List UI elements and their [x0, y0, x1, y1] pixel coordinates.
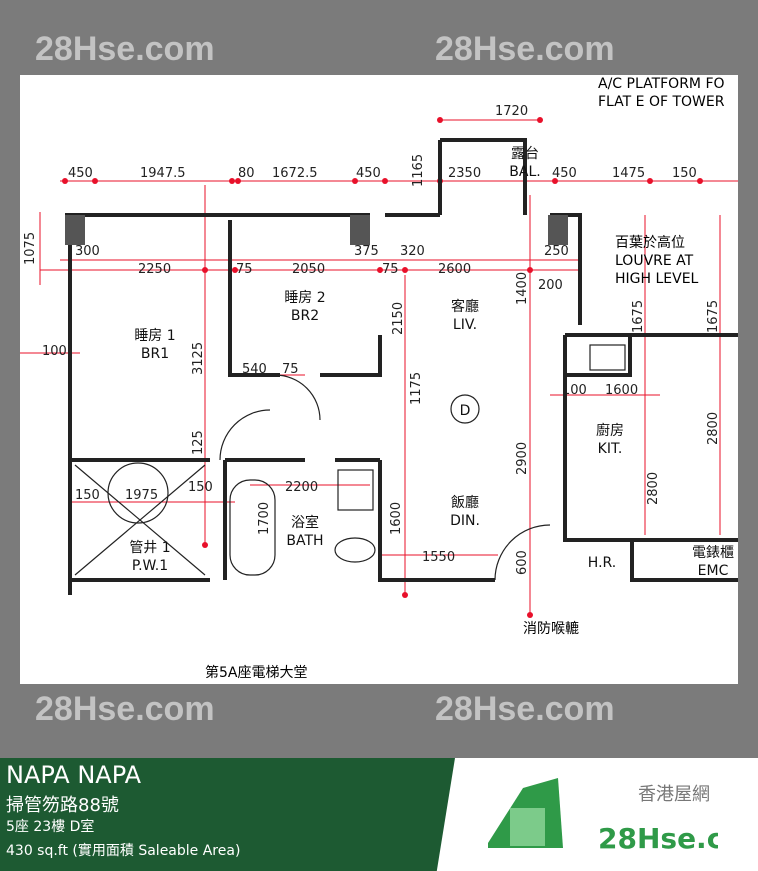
dim-label: 200: [538, 278, 563, 293]
dim-label: 75: [236, 262, 253, 277]
dim-label: 250: [544, 244, 569, 259]
dim-label: 150: [672, 166, 697, 181]
dim-label: 450: [356, 166, 381, 181]
room-din-en: DIN.: [450, 513, 480, 529]
dim-label: 2050: [292, 262, 325, 277]
louvre-note-cn: 百葉於高位: [615, 234, 685, 251]
dim-label: 600: [515, 550, 530, 575]
dim-label: 150: [75, 488, 100, 503]
dim-label: 1075: [23, 232, 38, 265]
louvre-note-1: LOUVRE AT: [615, 253, 694, 269]
area-info: 430 sq.ft (實用面積 Saleable Area): [6, 843, 241, 859]
watermark: 28Hse.com: [35, 690, 215, 728]
room-bath-cn: 浴室: [291, 514, 319, 531]
dim-label: 75: [282, 362, 299, 377]
dim-label: 450: [552, 166, 577, 181]
room-din-cn: 飯廳: [451, 494, 479, 511]
unit-info: 5座 23樓 D室: [6, 819, 95, 835]
dim-label: 320: [400, 244, 425, 259]
room-emc-cn: 電錶櫃: [692, 545, 734, 561]
room-pw1-en: P.W.1: [132, 558, 168, 574]
dim-label: 2600: [438, 262, 471, 277]
room-bal-cn: 露台: [511, 146, 539, 162]
logo-cn-text: 香港屋網: [638, 784, 710, 805]
logo-text: 28Hse.com: [598, 822, 718, 855]
dim-label: 450: [68, 166, 93, 181]
dim-label: 1672.5: [272, 166, 318, 181]
room-br1-en: BR1: [141, 346, 169, 362]
dim-label: 300: [75, 244, 100, 259]
dim-label: 2350: [448, 166, 481, 181]
dim-label: 1947.5: [140, 166, 186, 181]
room-hr: H.R.: [588, 555, 616, 571]
dim-label: 1475: [612, 166, 645, 181]
site-logo: 28Hse.com 香港屋網: [488, 778, 758, 862]
banner-green-panel: NAPA NAPA 掃管笏路88號 5座 23樓 D室 430 sq.ft (實…: [0, 758, 455, 871]
top-note-2: FLAT E OF TOWER: [598, 94, 725, 110]
lobby-label: 第5A座電梯大堂: [205, 664, 307, 681]
louvre-note-2: HIGH LEVEL: [615, 271, 699, 287]
dim-label: 375: [354, 244, 379, 259]
dim-label: 540: [242, 362, 267, 377]
fire-hose-note: 消防喉轆: [523, 620, 579, 637]
dim-label: 2250: [138, 262, 171, 277]
estate-title: NAPA NAPA: [6, 761, 142, 789]
dim-label: 100: [42, 344, 67, 359]
dim-label: 2150: [391, 302, 406, 335]
dim-label: 2200: [285, 480, 318, 495]
room-liv-en: LIV.: [453, 317, 477, 333]
room-br1-cn: 睡房 1: [134, 328, 175, 344]
room-emc-en: EMC: [698, 563, 729, 579]
dim-label: 150: [188, 480, 213, 495]
room-bath-en: BATH: [286, 533, 323, 549]
dim-label: 1600: [389, 502, 404, 535]
room-br2-cn: 睡房 2: [284, 290, 325, 306]
dim-label: 1550: [422, 550, 455, 565]
dim-label: 2800: [706, 412, 721, 445]
top-note-1: A/C PLATFORM FO: [598, 76, 725, 92]
room-kit-cn: 廚房: [596, 422, 624, 439]
flat-label: D: [460, 403, 471, 419]
room-bal-en: BAL.: [509, 164, 540, 180]
info-banner: NAPA NAPA 掃管笏路88號 5座 23樓 D室 430 sq.ft (實…: [0, 758, 758, 871]
dim-label: 1720: [495, 104, 528, 119]
dim-label: 100: [562, 383, 587, 398]
dim-label: 75: [382, 262, 399, 277]
room-kit-en: KIT.: [598, 441, 623, 457]
watermark: 28Hse.com: [435, 690, 615, 728]
dim-label: 1400: [515, 272, 530, 305]
room-liv-cn: 客廳: [451, 298, 479, 315]
dim-label: 2900: [515, 442, 530, 475]
dim-label: 1675: [631, 300, 646, 333]
watermark: 28Hse.com: [35, 30, 215, 68]
watermark: 28Hse.com: [435, 30, 615, 68]
dim-label: 1700: [257, 502, 272, 535]
floor-plan: D 睡房 1 BR1 睡房 2 BR2 客廳 LIV. 飯廳 DIN. 浴室 B…: [20, 75, 740, 684]
dim-label: 1975: [125, 488, 158, 503]
dim-label: 125: [191, 430, 206, 455]
dim-label: 1600: [605, 383, 638, 398]
dim-label: 80: [238, 166, 255, 181]
dim-label: 1675: [706, 300, 721, 333]
dim-label: 2800: [646, 472, 661, 505]
estate-address: 掃管笏路88號: [6, 795, 119, 816]
room-br2-en: BR2: [291, 308, 319, 324]
dim-label: 1175: [409, 372, 424, 405]
dim-label: 1165: [411, 154, 426, 187]
dim-label: 3125: [191, 342, 206, 375]
room-pw1-cn: 管井 1: [129, 540, 170, 556]
